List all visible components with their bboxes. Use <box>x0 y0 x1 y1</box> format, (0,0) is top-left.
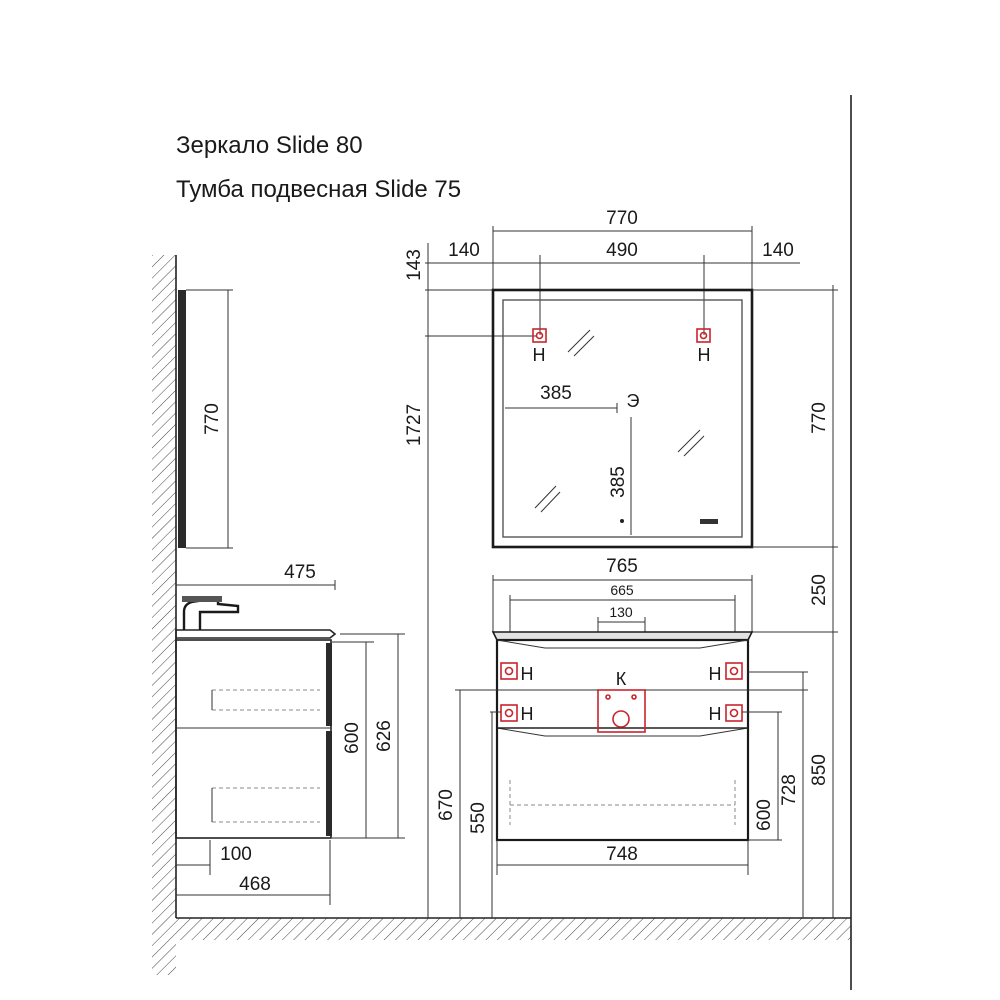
title-mirror: Зеркало Slide 80 <box>176 132 363 159</box>
dim-gap-to-mirror: 250 <box>809 574 830 606</box>
label-water-cabinet-right-lower: Н <box>709 704 722 724</box>
label-water-cabinet-right-upper: Н <box>709 664 722 684</box>
dim-side-468: 468 <box>239 874 271 895</box>
wall <box>152 255 177 975</box>
dim-height-600: 600 <box>754 799 775 831</box>
dim-height-728: 728 <box>779 774 800 806</box>
dim-inner-span: 665 <box>610 582 634 598</box>
label-water-cabinet-left-upper: Н <box>521 664 534 684</box>
dim-side-100: 100 <box>220 844 252 865</box>
dim-total-height: 1727 <box>404 404 425 446</box>
dim-side-depth-top: 475 <box>284 562 316 583</box>
title-cabinet: Тумба подвесная Slide 75 <box>176 176 462 203</box>
dim-socket-horizontal: 385 <box>540 383 572 404</box>
dim-right-offset: 140 <box>762 240 794 261</box>
label-water-cabinet-left-lower: Н <box>521 704 534 724</box>
dim-drawer-width: 748 <box>606 844 638 865</box>
side-cabinet <box>175 580 405 905</box>
front-cabinet <box>491 631 754 842</box>
water-outlet-cabinet-left-upper <box>500 662 518 680</box>
front-height-dims <box>455 671 808 918</box>
dim-overall-width: 770 <box>606 208 638 229</box>
dim-socket-vertical: 385 <box>608 466 629 498</box>
dim-cabinet-width: 765 <box>606 556 638 577</box>
dim-side-626: 626 <box>374 720 395 752</box>
dim-mirror-height-front: 770 <box>809 402 830 434</box>
water-outlet-cabinet-right-lower <box>725 704 743 722</box>
water-outlet-mirror-right <box>696 328 711 343</box>
dim-left-offset: 140 <box>448 240 480 261</box>
floor <box>176 95 852 990</box>
water-outlet-cabinet-left-lower <box>500 704 518 722</box>
dim-height-550: 550 <box>468 802 489 834</box>
dim-top-offset: 143 <box>404 249 425 281</box>
label-electric: Э <box>627 391 640 411</box>
side-mirror <box>178 289 233 549</box>
dim-center-span: 490 <box>606 240 638 261</box>
dim-drain-width: 130 <box>609 604 633 620</box>
water-outlet-cabinet-right-upper <box>725 662 743 680</box>
dim-side-600: 600 <box>342 722 363 754</box>
dim-height-670: 670 <box>436 789 457 821</box>
front-mirror <box>491 288 754 549</box>
dim-side-mirror-height: 770 <box>202 403 223 435</box>
label-sewer: К <box>616 669 627 689</box>
front-right-dims <box>752 285 838 918</box>
dim-height-850: 850 <box>809 754 830 786</box>
label-water-mirror-left: Н <box>533 345 546 365</box>
front-top-dims <box>425 226 800 918</box>
water-outlet-mirror-left <box>532 328 547 343</box>
sewer-outlet <box>597 689 646 733</box>
label-water-mirror-right: Н <box>698 345 711 365</box>
